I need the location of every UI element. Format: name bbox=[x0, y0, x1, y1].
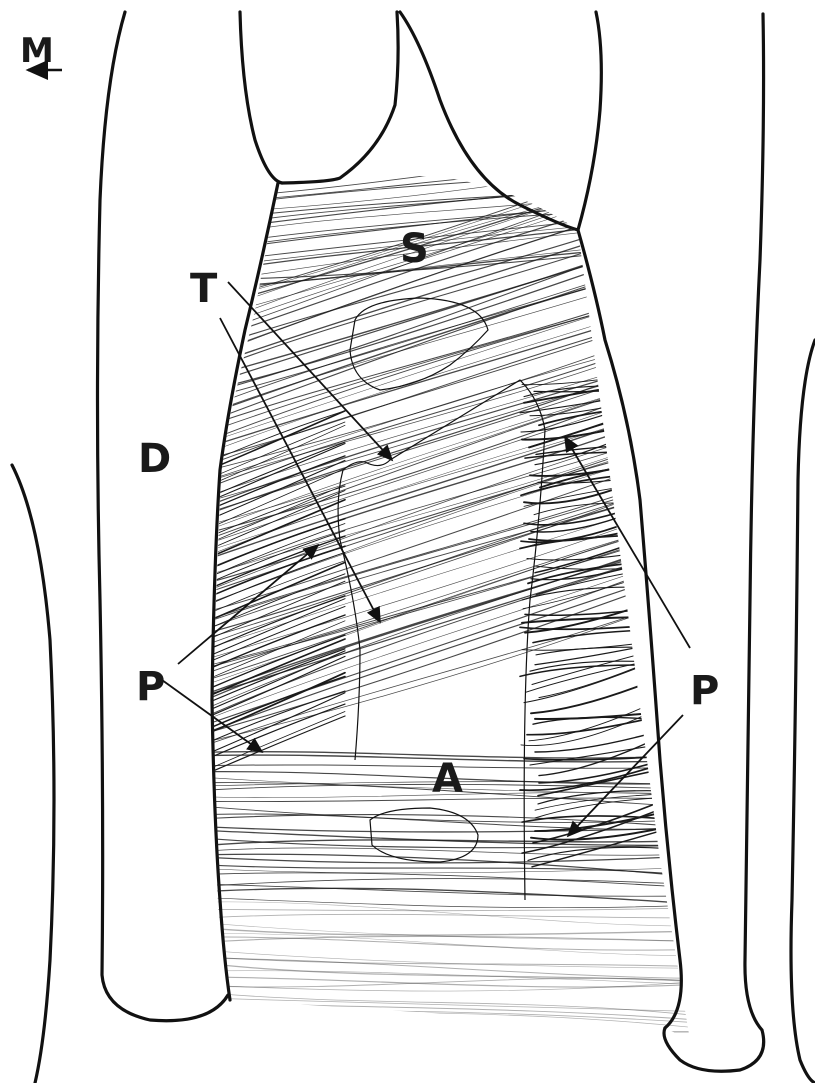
fiber-strand bbox=[205, 356, 700, 514]
label-P-left: P bbox=[136, 664, 165, 710]
fiber-strand bbox=[205, 423, 700, 578]
orientation-letter: M bbox=[20, 31, 54, 71]
fiber-strand bbox=[205, 981, 700, 991]
dense-fiber-bundle bbox=[533, 629, 690, 643]
fiber-strand bbox=[205, 442, 700, 606]
left-fiber-bundle bbox=[210, 562, 345, 620]
dense-fiber-bundle bbox=[523, 561, 690, 609]
label-D: D bbox=[138, 436, 171, 482]
fiber-strand bbox=[205, 325, 700, 489]
fiber-strand bbox=[205, 1011, 700, 1023]
right-digit-outline bbox=[664, 14, 764, 1071]
dense-fiber-bundle bbox=[524, 646, 690, 702]
leader-P-left-upper bbox=[178, 545, 318, 664]
label-T: T bbox=[190, 266, 218, 312]
fiber-strand bbox=[205, 978, 700, 987]
fiber-strand bbox=[205, 957, 700, 967]
fiber-strand bbox=[205, 838, 700, 847]
dense-fiber-bundle bbox=[522, 636, 690, 650]
central-plate-left-outline bbox=[338, 470, 360, 760]
fiber-strand bbox=[205, 936, 700, 942]
label-S: S bbox=[400, 226, 429, 272]
fiber-strand bbox=[205, 1020, 700, 1044]
fiber-strand bbox=[205, 1012, 700, 1028]
dense-fiber-bundle bbox=[535, 796, 690, 818]
dense-fiber-bundle bbox=[531, 665, 690, 713]
left-fiber-bundle bbox=[210, 485, 345, 543]
fiber-strand bbox=[205, 998, 700, 1012]
lower-oval-outline bbox=[370, 808, 478, 862]
left-fiber-bundle bbox=[210, 621, 345, 678]
fiber-strands bbox=[205, 137, 700, 1045]
right-edge-digit-outline bbox=[791, 340, 815, 1083]
fiber-strand bbox=[205, 928, 700, 935]
fibrous-sheet bbox=[205, 137, 700, 1045]
fiber-strand bbox=[205, 914, 700, 918]
fiber-strand bbox=[205, 303, 700, 466]
dense-fiber-bundle bbox=[528, 847, 690, 860]
fiber-strand bbox=[205, 183, 700, 231]
left-edge-digit-outline bbox=[12, 465, 54, 1083]
fiber-strand bbox=[205, 223, 700, 394]
fiber-strand bbox=[205, 499, 700, 660]
fiber-strand bbox=[205, 854, 700, 877]
fiber-strand bbox=[205, 137, 700, 199]
fiber-strand bbox=[205, 317, 700, 472]
dense-fiber-bundle bbox=[536, 647, 690, 655]
fiber-strand bbox=[205, 145, 700, 193]
fiber-strand bbox=[205, 971, 700, 985]
fiber-strand bbox=[205, 219, 700, 283]
label-A: A bbox=[432, 756, 463, 802]
fiber-strand bbox=[205, 243, 700, 280]
fiber-strand bbox=[205, 448, 700, 612]
fiber-strand bbox=[205, 879, 700, 887]
left-digit-outline bbox=[98, 12, 229, 1021]
fiber-strand bbox=[205, 185, 700, 221]
fiber-strand bbox=[205, 908, 700, 911]
dense-fiber-bundle bbox=[522, 365, 690, 385]
fiber-strand bbox=[205, 1029, 700, 1036]
fiber-strand bbox=[205, 153, 700, 303]
fiber-strand bbox=[205, 366, 700, 526]
fiber-strand bbox=[205, 195, 700, 245]
dense-fiber-bundle bbox=[522, 409, 690, 440]
leader-P-right-upper bbox=[565, 437, 690, 648]
fiber-strand bbox=[205, 234, 700, 391]
fiber-strand bbox=[205, 902, 700, 926]
dense-fiber-bundle bbox=[529, 394, 690, 448]
fiber-strand bbox=[205, 873, 700, 888]
fiber-strand bbox=[205, 425, 700, 576]
fiber-strand bbox=[205, 569, 700, 733]
dense-fiber-bundle bbox=[522, 587, 690, 600]
upper-left-digit-outline bbox=[240, 12, 282, 183]
dense-fiber-bundle bbox=[526, 653, 690, 693]
left-fiber-bundle bbox=[210, 456, 345, 510]
upper-notch-outline bbox=[282, 12, 398, 183]
fiber-strand bbox=[205, 191, 700, 356]
left-fiber-bundle bbox=[210, 581, 345, 638]
left-fiber-bundle bbox=[210, 531, 345, 583]
fiber-strand bbox=[205, 827, 700, 832]
digit-outlines bbox=[12, 12, 815, 1083]
orientation-marker: M bbox=[20, 31, 62, 71]
label-P-right: P bbox=[690, 668, 719, 714]
dense-fiber-bundle bbox=[520, 622, 690, 629]
fiber-strand bbox=[205, 368, 700, 531]
